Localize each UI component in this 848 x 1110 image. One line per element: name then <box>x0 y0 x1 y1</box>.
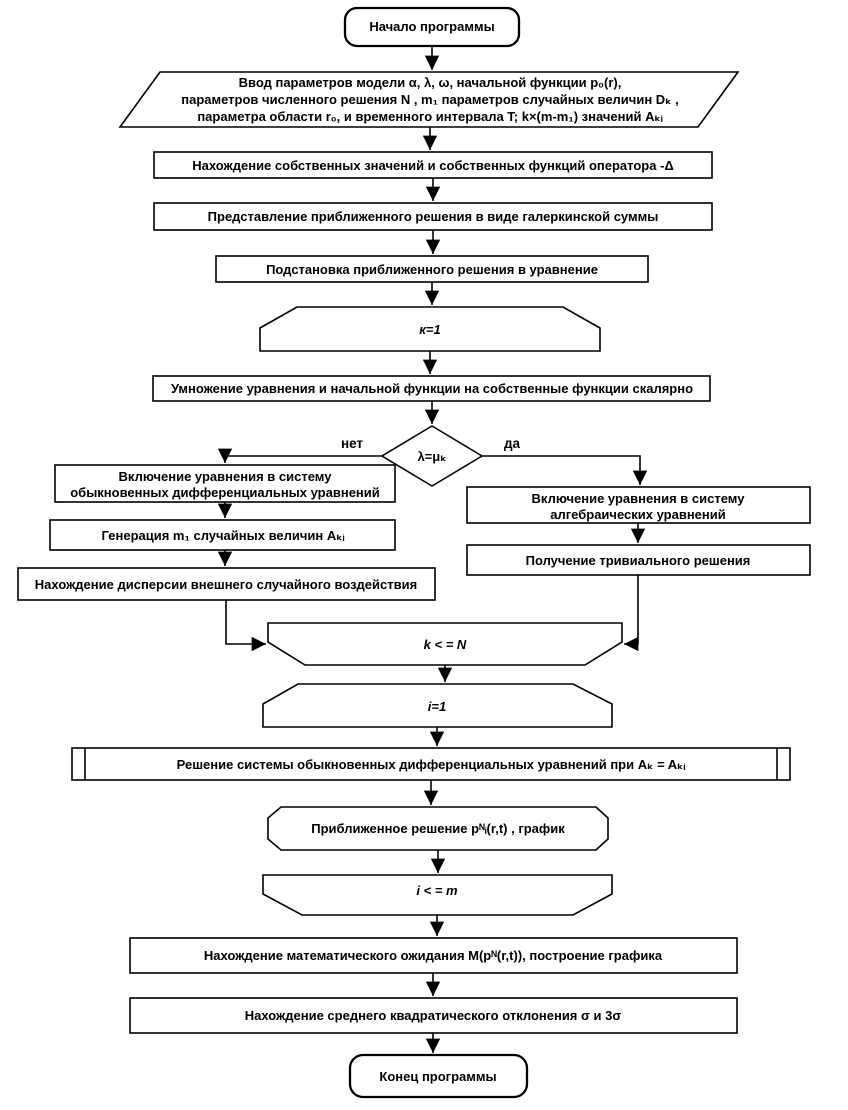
deviation-node <box>129 997 738 1034</box>
generate-node <box>49 519 396 551</box>
flow-arrow-yes-branch <box>482 455 648 485</box>
trivial-label: Получение тривиального решения <box>526 553 751 568</box>
loop-k-end-label: k < = N <box>424 637 467 652</box>
expectation-node <box>129 937 738 974</box>
algebraic-node <box>466 486 811 524</box>
end-label: Конец программы <box>379 1069 496 1084</box>
dispersion-node <box>17 567 436 601</box>
algebraic-line: алгебраических уравнений <box>550 507 725 522</box>
input-parallelogram <box>118 71 740 128</box>
multiply-node <box>152 375 711 402</box>
galerkin-label: Представление приближенного решения в ви… <box>208 209 659 224</box>
loop-i-start-label: i=1 <box>428 699 446 714</box>
loop-i-end-node <box>262 874 613 916</box>
eigen-node <box>153 151 713 179</box>
no-branch-label: нет <box>341 436 363 451</box>
start-label: Начало программы <box>369 19 494 34</box>
flow-arrow-right-merge <box>624 575 639 652</box>
loop-k-start-node <box>259 306 601 352</box>
eigen-label: Нахождение собственных значений и собств… <box>192 158 674 173</box>
flow-arrow-no-branch <box>217 448 382 463</box>
input-line: параметра области r₀, и временного интер… <box>197 109 662 124</box>
ode-line: Включение уравнения в систему <box>119 469 333 484</box>
substitute-label: Подстановка приближенного решения в урав… <box>266 262 598 277</box>
input-line: Ввод параметров модели α, λ, ω, начально… <box>239 75 622 90</box>
input-line: параметров численного решения N , m₁ пар… <box>181 92 679 107</box>
solve-node <box>71 747 791 781</box>
galerkin-node <box>153 202 713 231</box>
decision-label: λ=μₖ <box>417 449 446 464</box>
decision-diamond <box>380 425 484 487</box>
generate-label: Генерация m₁ случайных величин Aₖᵢ <box>102 528 345 543</box>
approx-node <box>267 806 609 851</box>
ode-node <box>54 464 396 503</box>
dispersion-label: Нахождение дисперсии внешнего случайного… <box>35 577 417 592</box>
loop-i-start-node <box>262 683 613 728</box>
solve-label: Решение системы обыкновенных дифференциа… <box>177 757 686 772</box>
approx-label: Приближенное решение pᴺᵢ(r,t) , график <box>311 821 565 836</box>
flow-arrow-left-merge <box>225 600 266 652</box>
substitute-node <box>215 255 649 283</box>
trivial-node <box>466 544 811 576</box>
start-node <box>343 6 521 48</box>
deviation-label: Нахождение среднего квадратического откл… <box>245 1008 622 1023</box>
expectation-label: Нахождение математического ожидания M(pᴺ… <box>204 948 663 963</box>
algebraic-line: Включение уравнения в систему <box>532 491 746 506</box>
multiply-label: Умножение уравнения и начальной функции … <box>171 381 693 396</box>
yes-branch-label: да <box>504 436 521 451</box>
ode-line: обыкновенных дифференциальных уравнений <box>70 485 380 500</box>
loop-k-end-node <box>267 622 623 666</box>
end-node <box>348 1053 529 1099</box>
loop-i-end-label: i < = m <box>416 883 458 898</box>
loop-k-start-label: к=1 <box>419 322 440 337</box>
